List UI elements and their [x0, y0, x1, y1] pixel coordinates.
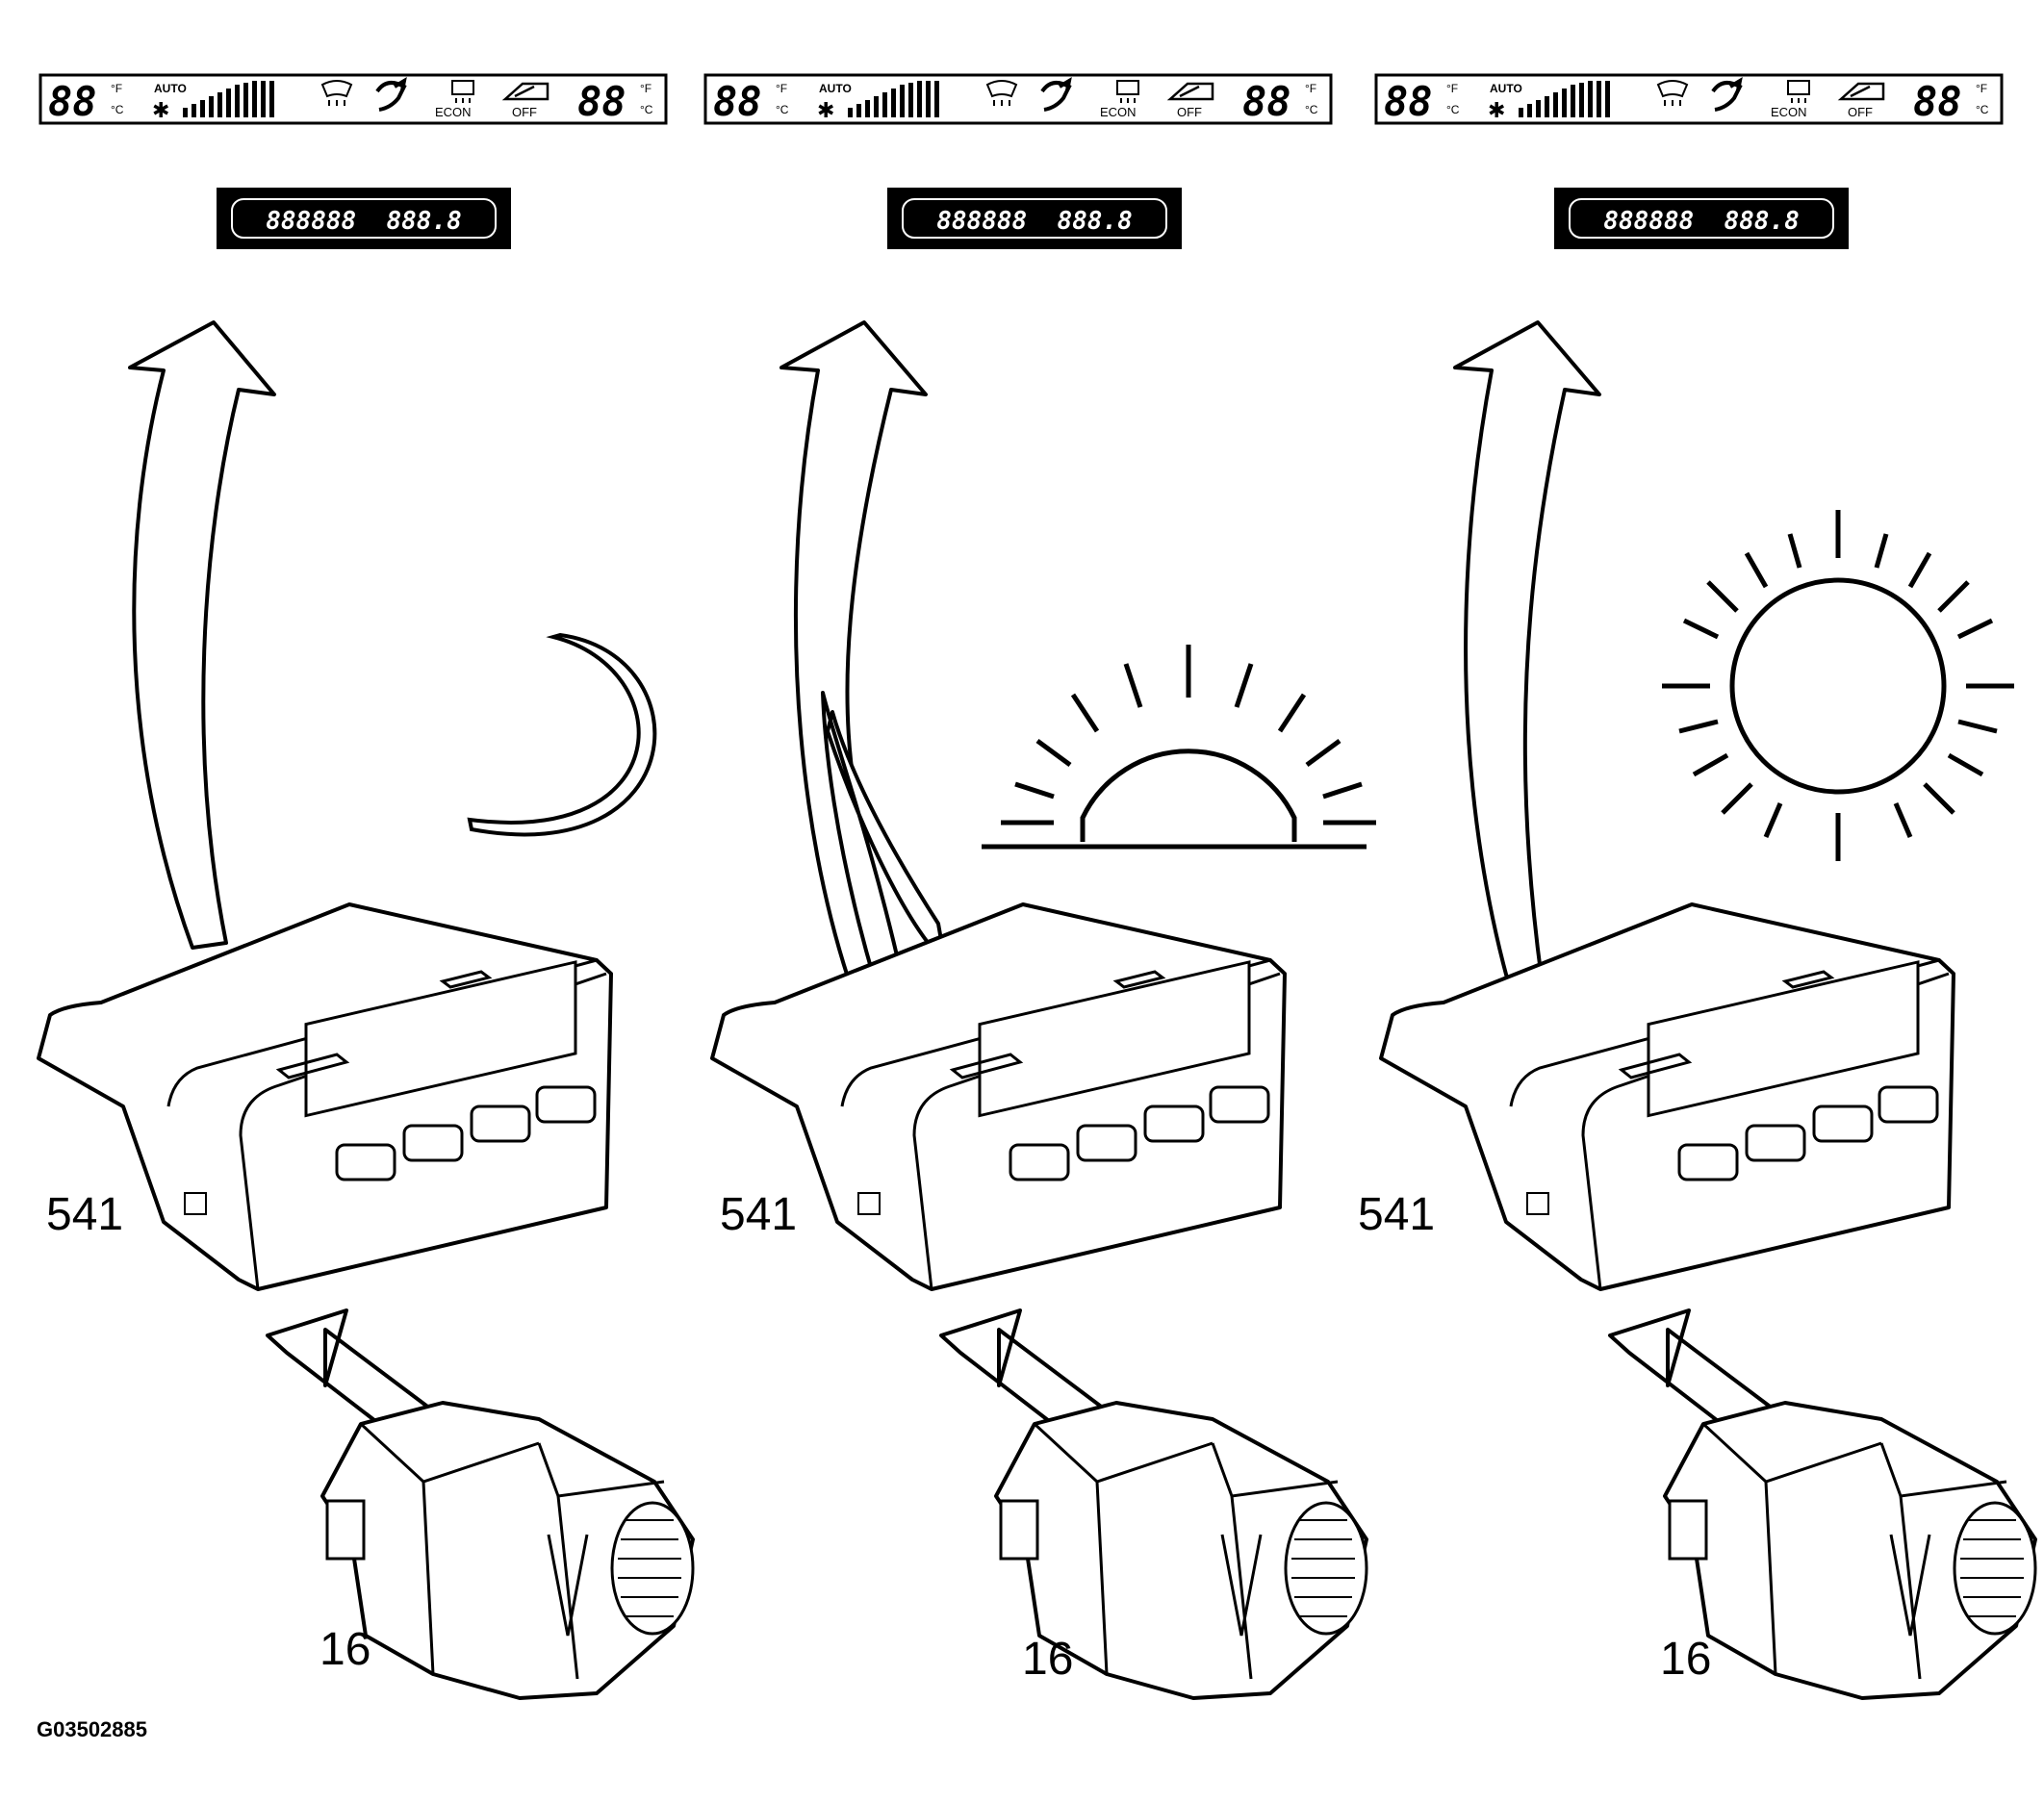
panel-sun: 88 °F °C AUTO ✱	[1358, 73, 2037, 1700]
figure-id: G03502885	[37, 1717, 147, 1741]
fan-speed-bars	[848, 81, 939, 117]
recirculation-icon	[1040, 76, 1072, 112]
auto-label: AUTO	[1490, 82, 1522, 95]
unit-top-right: °F	[640, 82, 652, 95]
off-label: OFF	[1177, 105, 1202, 119]
light-sensor-16	[320, 1401, 695, 1700]
unit-top-left: °F	[111, 82, 122, 95]
unit-bottom-left: °C	[1446, 103, 1460, 116]
left-temp: 88	[1384, 78, 1433, 125]
input-arrow	[1608, 1308, 1782, 1445]
moon-icon	[467, 632, 657, 837]
info-display: 888888 888.8	[887, 188, 1182, 249]
control-unit-541	[1379, 902, 1955, 1291]
unit-label-541: 541	[46, 1189, 123, 1240]
unit-label-541: 541	[720, 1189, 797, 1240]
info-display-text: 888888 888.8	[266, 207, 462, 236]
rear-defrost-icon	[451, 80, 474, 103]
fan-speed-bars	[1519, 81, 1610, 117]
ac-off-icon	[1166, 82, 1214, 101]
defrost-icon	[320, 80, 353, 106]
light-sensor-16	[994, 1401, 1368, 1700]
auto-label: AUTO	[154, 82, 187, 95]
unit-bottom-right: °C	[1976, 103, 1989, 116]
input-arrow	[266, 1308, 440, 1445]
panel-night: 88 °F °C AUTO ✱	[37, 73, 695, 1700]
unit-top-left: °F	[1446, 82, 1458, 95]
recirculation-icon	[375, 76, 407, 112]
ac-display: 88 °F °C AUTO ✱	[38, 73, 668, 125]
fan-icon: ✱	[152, 98, 169, 122]
fan-speed-bars	[183, 81, 274, 117]
input-arrow	[939, 1308, 1113, 1445]
info-display: 888888 888.8	[217, 188, 511, 249]
unit-bottom-left: °C	[776, 103, 789, 116]
ac-display: 88 °F °C AUTO ✱	[703, 73, 1333, 125]
sensor-label-16: 16	[319, 1624, 370, 1675]
left-temp: 88	[713, 78, 762, 125]
rear-defrost-icon	[1787, 80, 1810, 103]
info-display-text: 888888 888.8	[1603, 207, 1800, 236]
fan-icon: ✱	[1488, 98, 1505, 122]
right-temp: 88	[1913, 78, 1962, 125]
off-label: OFF	[512, 105, 537, 119]
control-unit-541	[37, 902, 613, 1291]
off-label: OFF	[1848, 105, 1873, 119]
panel-sunrise: 88 °F °C AUTO ✱	[703, 73, 1376, 1700]
ac-off-icon	[1837, 82, 1885, 101]
sun-icon	[1662, 510, 2014, 861]
unit-bottom-left: °C	[111, 103, 124, 116]
left-temp: 88	[48, 78, 97, 125]
unit-top-right: °F	[1305, 82, 1316, 95]
unit-top-left: °F	[776, 82, 787, 95]
fan-icon: ✱	[817, 98, 834, 122]
rear-defrost-icon	[1116, 80, 1139, 103]
sunrise-icon	[982, 645, 1376, 850]
defrost-icon	[1656, 80, 1689, 106]
defrost-icon	[985, 80, 1018, 106]
sensor-label-16: 16	[1022, 1634, 1073, 1685]
light-flow-arrow	[1453, 320, 1601, 1152]
econ-label: ECON	[435, 105, 472, 119]
right-temp: 88	[1242, 78, 1291, 125]
ac-display: 88 °F °C AUTO ✱	[1374, 73, 2004, 125]
unit-bottom-right: °C	[640, 103, 653, 116]
control-unit-541	[710, 902, 1287, 1291]
ac-off-icon	[501, 82, 549, 101]
econ-label: ECON	[1100, 105, 1137, 119]
info-display-text: 888888 888.8	[936, 207, 1133, 236]
info-display: 888888 888.8	[1554, 188, 1849, 249]
econ-label: ECON	[1771, 105, 1807, 119]
unit-top-right: °F	[1976, 82, 1987, 95]
auto-label: AUTO	[819, 82, 852, 95]
unit-bottom-right: °C	[1305, 103, 1318, 116]
recirculation-icon	[1711, 76, 1743, 112]
light-sensor-16	[1663, 1401, 2037, 1700]
light-flow-arrow	[128, 320, 276, 950]
sensor-label-16: 16	[1660, 1634, 1711, 1685]
right-temp: 88	[577, 78, 626, 125]
unit-label-541: 541	[1358, 1189, 1435, 1240]
